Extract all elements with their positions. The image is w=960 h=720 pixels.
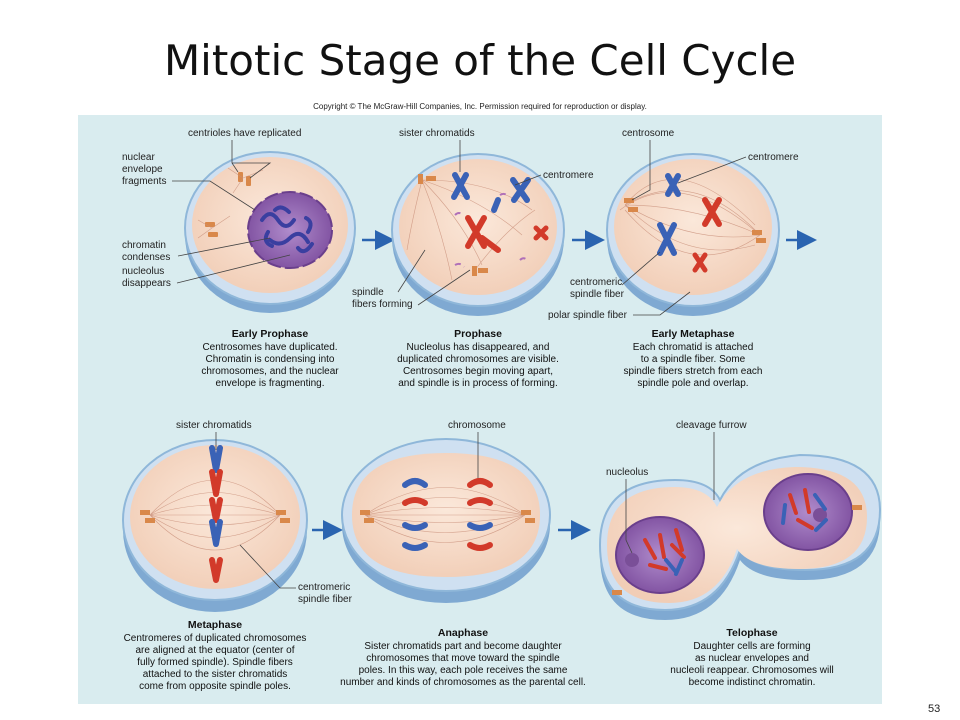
label-centromere-1: centromere xyxy=(543,170,594,181)
caption-anaphase-2: chromosomes that move toward the spindle xyxy=(366,653,560,664)
caption-anaphase-1: Sister chromatids part and become daught… xyxy=(364,641,562,652)
caption-telophase-2: as nuclear envelopes and xyxy=(695,653,809,664)
caption-prophase-4: and spindle is in process of forming. xyxy=(398,378,558,389)
leader-centrosome xyxy=(631,140,651,201)
leader-spindle-fibers xyxy=(397,249,471,306)
caption-anaphase-4: number and kinds of chromosomes as the p… xyxy=(340,677,586,688)
label-centromeric-fiber-1b: spindle fiber xyxy=(570,289,625,300)
leader-nuclear-envelope xyxy=(172,180,256,211)
caption-metaphase-2: are aligned at the equator (center of xyxy=(136,645,295,656)
label-cleavage-furrow: cleavage furrow xyxy=(676,420,747,431)
slide-title: Mitotic Stage of the Cell Cycle xyxy=(163,36,797,85)
caption-metaphase-4: attached to the sister chromatids xyxy=(143,669,288,680)
label-nucleolus-2: disappears xyxy=(122,278,171,289)
stage-name-anaphase: Anaphase xyxy=(438,627,488,639)
caption-early-metaphase-3: spindle fibers stretch from each xyxy=(624,366,763,377)
stage-name-telophase: Telophase xyxy=(726,627,777,639)
stage-name-early-metaphase: Early Metaphase xyxy=(652,328,735,340)
leader-polar-fiber xyxy=(633,291,691,316)
label-centromere-2: centromere xyxy=(748,152,799,163)
cell-early-metaphase xyxy=(606,153,780,316)
label-chromosome: chromosome xyxy=(448,420,506,431)
label-centromeric-fiber-2a: centromeric xyxy=(298,582,350,593)
leader-centromere-2 xyxy=(677,156,747,184)
leader-centromeric-fiber-2 xyxy=(239,544,296,589)
cell-telophase xyxy=(598,453,882,620)
caption-telophase-3: nucleoli reappear. Chromosomes will xyxy=(670,665,833,676)
label-polar-spindle-fiber: polar spindle fiber xyxy=(548,310,628,321)
page-number: 53 xyxy=(928,703,941,715)
label-spindle-fibers-2: fibers forming xyxy=(352,299,413,310)
caption-prophase-3: Centrosomes begin moving apart, xyxy=(403,366,553,377)
leader-centrioles xyxy=(231,140,272,179)
caption-early-metaphase-1: Each chromatid is attached xyxy=(633,342,754,353)
cell-prophase xyxy=(391,153,565,316)
caption-prophase-2: duplicated chromosomes are visible. xyxy=(397,354,559,365)
caption-metaphase-5: come from opposite spindle poles. xyxy=(139,681,291,692)
leader-centromere-1 xyxy=(514,174,542,186)
label-sister-chromatids-2: sister chromatids xyxy=(176,420,252,431)
copyright-notice: Copyright © The McGraw-Hill Companies, I… xyxy=(313,102,647,111)
label-centrosome: centrosome xyxy=(622,128,675,139)
label-nuclear-envelope-2: envelope xyxy=(122,164,163,175)
caption-early-prophase-1: Centrosomes have duplicated. xyxy=(202,342,337,353)
cell-early-prophase xyxy=(184,151,356,313)
caption-telophase-4: become indistinct chromatin. xyxy=(689,677,816,688)
caption-early-metaphase-2: to a spindle fiber. Some xyxy=(641,354,746,365)
label-centromeric-fiber-2b: spindle fiber xyxy=(298,594,353,605)
stage-name-prophase: Prophase xyxy=(454,328,502,340)
label-sister-chromatids-1: sister chromatids xyxy=(399,128,475,139)
caption-telophase-1: Daughter cells are forming xyxy=(693,641,810,652)
label-chromatin-1: chromatin xyxy=(122,240,166,251)
label-nucleolus-1: nucleolus xyxy=(122,266,164,277)
cell-anaphase xyxy=(341,438,551,603)
stage-name-metaphase: Metaphase xyxy=(188,619,242,631)
label-nuclear-envelope-3: fragments xyxy=(122,176,166,187)
caption-early-prophase-2: Chromatin is condensing into xyxy=(206,354,335,365)
stage-name-early-prophase: Early Prophase xyxy=(232,328,309,340)
caption-metaphase-3: fully formed spindle). Spindle fibers xyxy=(137,657,293,668)
leader-nucleolus xyxy=(176,254,291,284)
label-spindle-fibers-1: spindle xyxy=(352,287,384,298)
leader-chromatin xyxy=(177,237,271,257)
caption-anaphase-3: poles. In this way, each pole receives t… xyxy=(359,665,568,676)
cell-metaphase xyxy=(122,439,308,612)
leader-centromeric-fiber-1 xyxy=(621,251,661,286)
label-nucleolus-telophase: nucleolus xyxy=(606,467,648,478)
leader-nucleolus-telophase xyxy=(625,479,633,554)
label-centromeric-fiber-1a: centromeric xyxy=(570,277,622,288)
label-nuclear-envelope-1: nuclear xyxy=(122,152,155,163)
caption-metaphase-1: Centromeres of duplicated chromosomes xyxy=(124,633,307,644)
label-centrioles-replicated: centrioles have replicated xyxy=(188,128,301,139)
mitosis-diagram: centrioles have replicated nuclear envel… xyxy=(122,128,882,692)
caption-early-metaphase-4: spindle pole and overlap. xyxy=(637,378,748,389)
caption-prophase-1: Nucleolus has disappeared, and xyxy=(407,342,550,353)
caption-early-prophase-4: envelope is fragmenting. xyxy=(216,378,325,389)
label-chromatin-2: condenses xyxy=(122,252,170,263)
caption-early-prophase-3: chromosomes, and the nuclear xyxy=(201,366,339,377)
